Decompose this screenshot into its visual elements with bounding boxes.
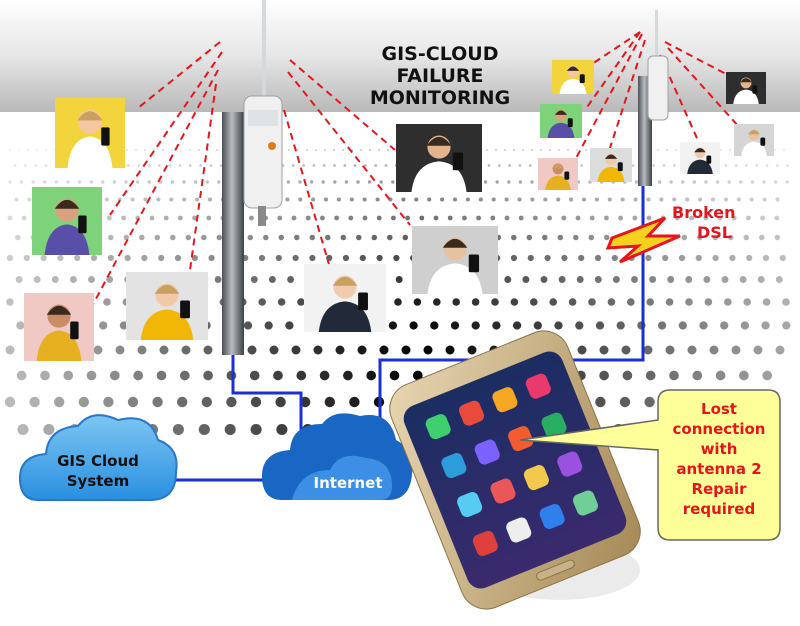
smartphone-icon — [564, 171, 570, 180]
antenna-2 — [638, 10, 669, 186]
app-icon — [572, 490, 599, 516]
title-line2: FAILURE — [396, 65, 483, 87]
smartphone-icon — [760, 137, 766, 146]
smartphone-icon — [579, 74, 585, 84]
phone-app-grid — [425, 373, 599, 556]
gis-cloud-label-line2: System — [67, 472, 129, 490]
smartphone-icon — [617, 162, 623, 172]
smartphone-icon — [78, 215, 87, 234]
user-photo — [734, 124, 774, 156]
alert-line2: connection — [673, 420, 766, 438]
smartphone-icon — [180, 300, 190, 319]
app-icon — [506, 517, 532, 543]
app-icon — [557, 451, 583, 477]
user-photo — [24, 293, 94, 361]
user-photo — [396, 124, 482, 192]
smartphone — [389, 330, 641, 610]
app-icon — [523, 465, 549, 491]
user-photo — [538, 158, 578, 190]
smartphone-icon — [358, 292, 368, 311]
smartphone-icon — [706, 155, 712, 164]
user-photo — [680, 142, 720, 174]
app-icon — [459, 400, 485, 426]
app-icon — [425, 414, 451, 440]
wireless-links — [89, 31, 741, 311]
smartphone-icon — [468, 254, 480, 273]
internet-cloud: Internet — [262, 413, 413, 500]
broken-label-line2: DSL — [697, 223, 732, 242]
user-photo — [55, 98, 125, 168]
internet-label: Internet — [313, 474, 382, 492]
user-photo — [552, 60, 594, 94]
app-icon — [525, 373, 551, 399]
user-photo — [590, 148, 632, 182]
antenna-1 — [222, 0, 283, 355]
app-icon — [508, 426, 534, 452]
alert-line4: antenna 2 — [676, 460, 761, 478]
title-line3: MONITORING — [370, 87, 510, 109]
app-icon — [474, 439, 500, 465]
app-icon — [492, 387, 518, 413]
smartphone-icon — [752, 85, 758, 94]
user-photo — [726, 72, 766, 104]
user-photo — [540, 104, 582, 138]
user-photo — [126, 272, 208, 340]
app-icon — [539, 503, 565, 529]
user-photo — [32, 187, 102, 255]
app-icon — [457, 492, 483, 518]
app-icon — [472, 530, 498, 556]
app-icon — [541, 412, 567, 438]
smartphone-icon — [70, 321, 79, 340]
alert-line5: Repair — [691, 480, 747, 498]
smartphone-icon — [567, 118, 573, 128]
broken-dsl-icon — [605, 216, 681, 264]
alert-line6: required — [683, 500, 755, 518]
antenna1-uplink-line — [231, 355, 303, 430]
broken-label-line1: Broken — [672, 203, 736, 222]
app-icon — [490, 478, 516, 504]
alert-line1: Lost — [701, 400, 737, 418]
title-line1: GIS-CLOUD — [382, 43, 499, 65]
alert-callout: Lost connection with antenna 2 Repair re… — [519, 389, 781, 541]
mobile-users — [24, 60, 774, 361]
gis-cloud-label-line1: GIS Cloud — [57, 452, 139, 470]
alert-line3: with — [701, 440, 738, 458]
user-photo — [304, 264, 386, 332]
smartphone-icon — [452, 152, 464, 171]
smartphone-icon — [101, 127, 110, 146]
gis-cloud-system: GIS Cloud System — [18, 414, 178, 501]
user-photo — [412, 226, 498, 294]
diagram-title: GIS-CLOUD FAILURE MONITORING — [370, 43, 510, 109]
app-icon — [441, 453, 467, 479]
